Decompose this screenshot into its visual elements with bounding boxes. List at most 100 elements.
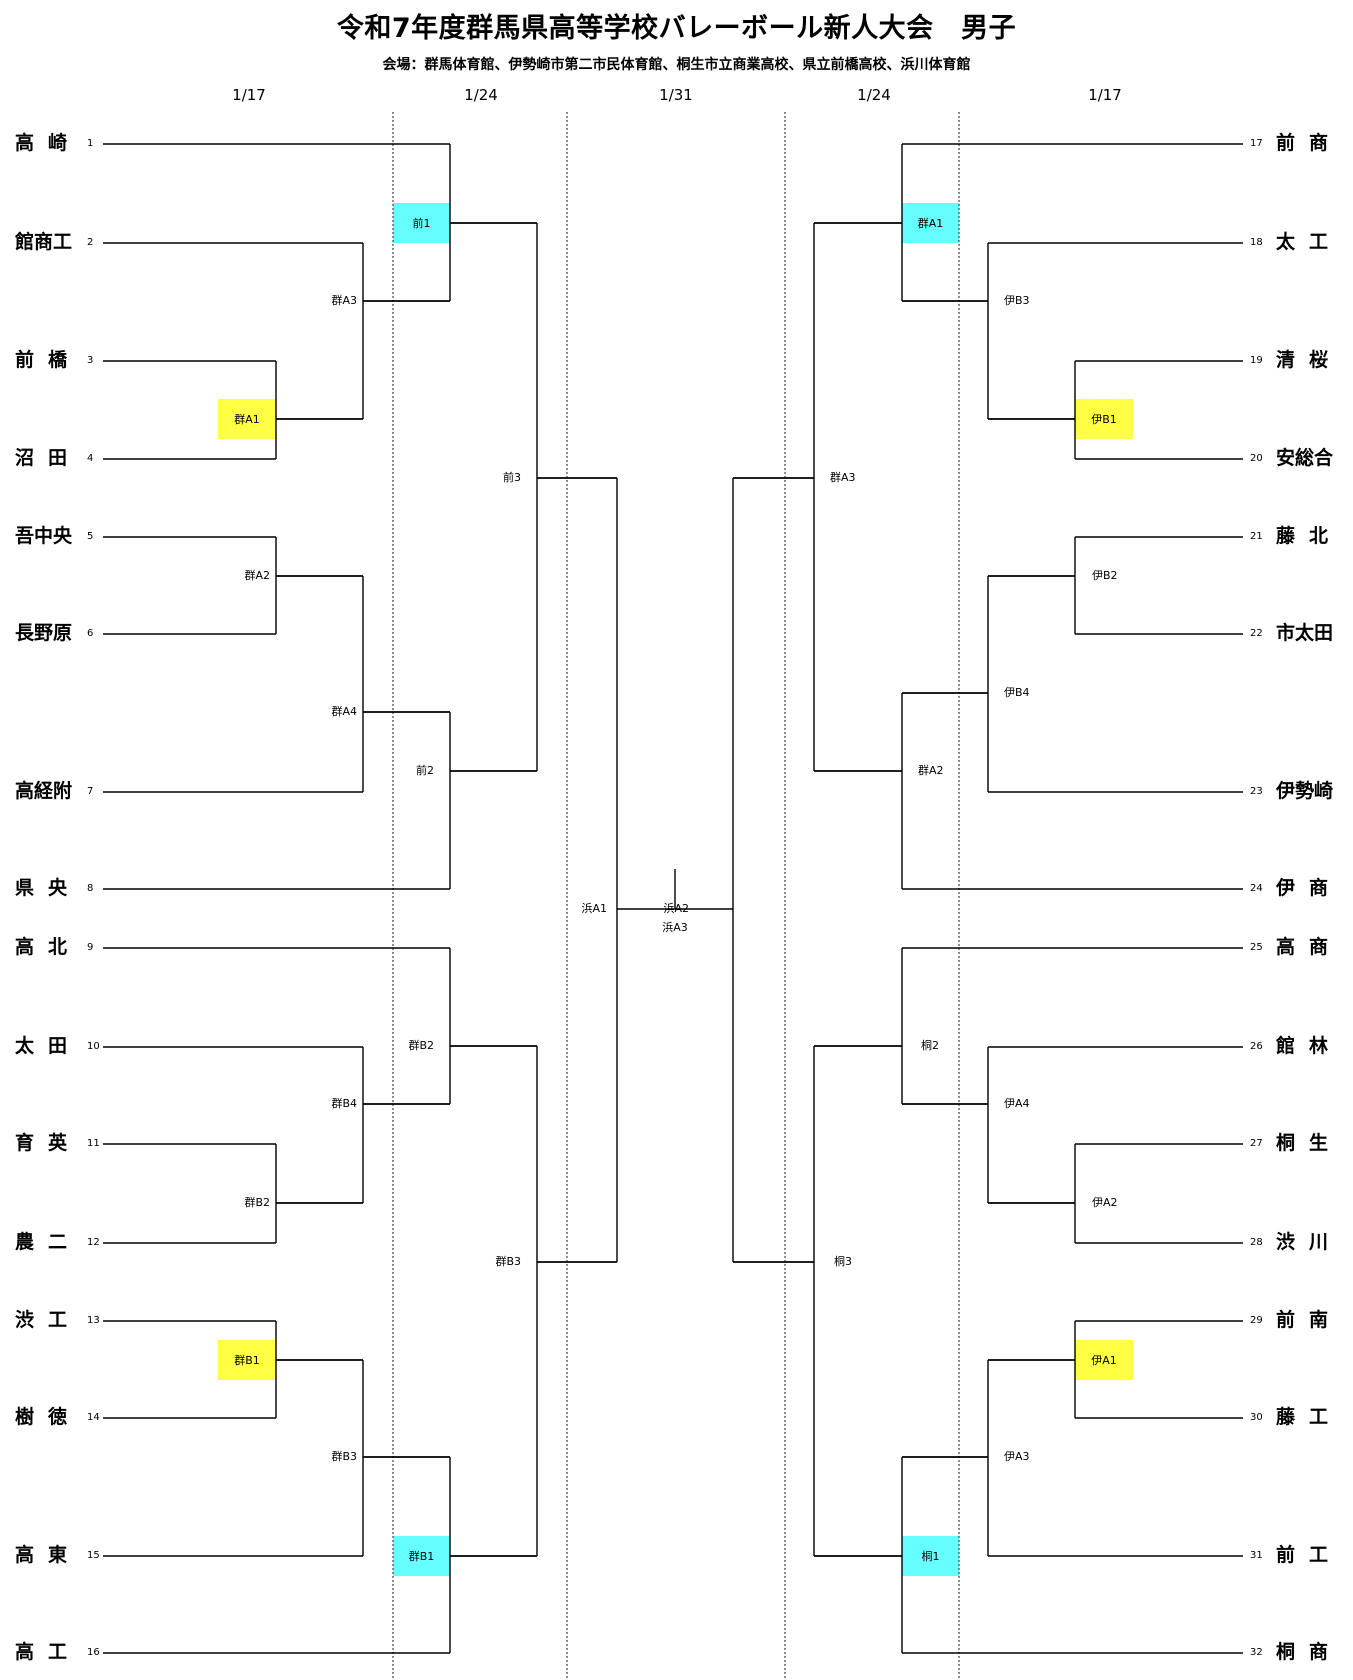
match-label: 伊B4: [1004, 686, 1030, 699]
team-name: 藤北: [1276, 525, 1343, 547]
team-seed: 8: [87, 883, 94, 894]
match-label: 伊B2: [1092, 569, 1118, 582]
team-seed: 6: [87, 628, 94, 639]
team-name: 農二: [15, 1231, 82, 1253]
team-name: 桐商: [1276, 1641, 1343, 1663]
team-name: 吾中央: [15, 525, 73, 547]
match-label-highlight-yellow: 群A1: [218, 399, 276, 439]
team-name: 高商: [1276, 936, 1343, 958]
team-seed: 7: [87, 786, 94, 797]
team-name: 沼田: [15, 447, 82, 469]
team-seed: 20: [1250, 453, 1263, 464]
venue-list: 会場：群馬体育館、伊勢崎市第二市民体育館、桐生市立商業高校、県立前橋高校、浜川体…: [382, 57, 971, 73]
match-label: 前3: [503, 471, 521, 484]
team-name: 館商工: [15, 231, 73, 253]
date-final: 1/31: [659, 86, 693, 104]
match-label: 群B2: [408, 1039, 434, 1052]
team-name: 高北: [15, 936, 82, 958]
match-label: 群A4: [331, 705, 357, 718]
match-label: 群A2: [918, 764, 944, 777]
match-label: 浜A1: [581, 902, 607, 915]
team-seed: 13: [87, 1315, 100, 1326]
match-label: 伊A3: [1004, 1450, 1030, 1463]
match-label: 群B3: [495, 1255, 521, 1268]
team-seed: 10: [87, 1041, 100, 1052]
team-seed: 18: [1250, 237, 1263, 248]
date-right-round2: 1/24: [857, 86, 891, 104]
team-name: 高東: [15, 1544, 82, 1566]
team-name: 前商: [1276, 132, 1343, 154]
team-name: 渋工: [15, 1309, 82, 1331]
match-label: 群A3: [830, 471, 856, 484]
team-seed: 4: [87, 453, 94, 464]
team-seed: 25: [1250, 942, 1263, 953]
team-name: 安総合: [1276, 447, 1334, 469]
team-name: 藤工: [1276, 1406, 1343, 1428]
team-seed: 21: [1250, 531, 1263, 542]
match-label: 群B3: [331, 1450, 357, 1463]
team-seed: 26: [1250, 1041, 1263, 1052]
page-title: 令和7年度群馬県高等学校バレーボール新人大会 男子: [336, 13, 1017, 44]
match-label: 群B2: [244, 1196, 270, 1209]
match-label: 群B4: [331, 1097, 357, 1110]
team-seed: 5: [87, 531, 94, 542]
date-right-round1: 1/17: [1088, 86, 1122, 104]
team-name: 前橋: [15, 349, 82, 371]
team-name: 樹徳: [15, 1406, 82, 1428]
team-seed: 23: [1250, 786, 1263, 797]
team-seed: 12: [87, 1237, 100, 1248]
team-name: 桐生: [1276, 1132, 1343, 1154]
match-label: 桐2: [921, 1039, 939, 1052]
team-seed: 24: [1250, 883, 1263, 894]
team-seed: 1: [87, 138, 94, 149]
match-label: 桐3: [834, 1255, 852, 1268]
team-name: 前南: [1276, 1309, 1343, 1331]
team-name: 渋川: [1276, 1231, 1343, 1253]
team-name: 高経附: [15, 780, 73, 802]
team-seed: 31: [1250, 1550, 1263, 1561]
team-seed: 15: [87, 1550, 100, 1561]
date-left-round2: 1/24: [464, 86, 498, 104]
team-seed: 19: [1250, 355, 1263, 366]
team-name: 太工: [1276, 231, 1343, 253]
match-label: 伊A4: [1004, 1097, 1030, 1110]
team-seed: 9: [87, 942, 94, 953]
team-name: 高工: [15, 1641, 82, 1663]
team-seed: 22: [1250, 628, 1263, 639]
team-name: 館林: [1276, 1035, 1343, 1057]
team-seed: 29: [1250, 1315, 1263, 1326]
team-name: 清桜: [1276, 349, 1343, 371]
team-name: 市太田: [1276, 622, 1334, 644]
team-name: 県央: [15, 877, 82, 899]
team-seed: 27: [1250, 1138, 1263, 1149]
final-match-label: 浜A3: [662, 921, 688, 934]
team-seed: 11: [87, 1138, 100, 1149]
match-label-highlight-cyan: 前1: [393, 203, 450, 243]
match-label-highlight-yellow: 伊B1: [1075, 399, 1133, 439]
match-label-highlight-yellow: 群B1: [218, 1340, 276, 1380]
match-label-highlight-cyan: 桐1: [902, 1536, 959, 1576]
match-label: 浜A2: [663, 902, 689, 915]
team-name: 太田: [15, 1035, 82, 1057]
team-name: 伊商: [1276, 877, 1343, 899]
team-seed: 14: [87, 1412, 100, 1423]
team-seed: 30: [1250, 1412, 1263, 1423]
team-name: 高崎: [15, 132, 82, 154]
match-label: 伊A2: [1092, 1196, 1118, 1209]
match-label: 伊B3: [1004, 294, 1030, 307]
date-left-round1: 1/17: [232, 86, 266, 104]
match-label: 前2: [416, 764, 434, 777]
team-seed: 32: [1250, 1647, 1263, 1658]
team-name: 長野原: [15, 622, 73, 644]
team-name: 伊勢崎: [1276, 780, 1334, 802]
team-name: 育英: [15, 1132, 82, 1154]
match-label: 群A2: [244, 569, 270, 582]
match-label-highlight-cyan: 群B1: [393, 1536, 450, 1576]
match-label-highlight-yellow: 伊A1: [1075, 1340, 1133, 1380]
team-seed: 2: [87, 237, 94, 248]
team-name: 前工: [1276, 1544, 1343, 1566]
match-label-highlight-cyan: 群A1: [902, 203, 959, 243]
match-label: 群A3: [331, 294, 357, 307]
team-seed: 17: [1250, 138, 1263, 149]
